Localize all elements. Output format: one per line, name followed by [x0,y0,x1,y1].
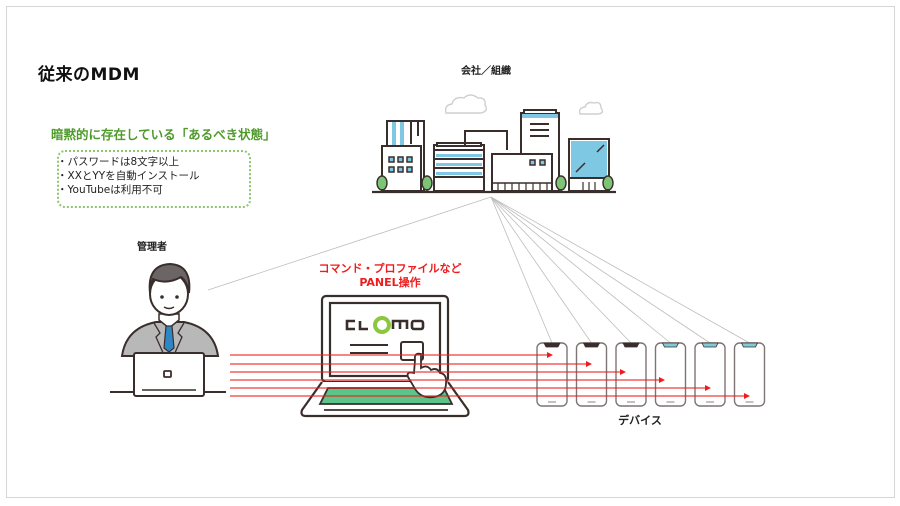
command-arrow [230,352,553,358]
rule-item: ・YouTubeは利用不可 [57,184,163,196]
implicit-rules-box: ・パスワードは8文字以上 ・XXとYYを自動インストール ・YouTubeは利用… [57,150,251,208]
clomo-logo [345,316,425,334]
command-arrow [230,377,665,383]
smartphone-icon [694,342,726,407]
operation-label: コマンド・プロファイルなど PANEL操作 [300,262,480,290]
connection-line-device [490,196,592,344]
clomo-laptop-icon [300,294,470,418]
company-label: 会社／組織 [461,66,511,77]
connection-line-device [490,196,632,344]
command-arrows [230,352,750,399]
command-arrow [230,385,711,391]
tree-icons [376,175,614,192]
command-arrow [230,393,750,399]
cloud-icon [578,101,604,115]
command-arrow [230,369,626,375]
connection-line-device [490,196,711,344]
devices-group [536,342,766,407]
connection-line-device [490,196,671,344]
cloud-icon [444,94,488,114]
smartphone-icon [615,342,647,407]
smartphone-icon [733,342,766,407]
admin-label: 管理者 [137,242,167,253]
admin-person-icon [110,262,226,397]
rule-item: ・XXとYYを自動インストール [57,170,200,182]
implicit-state-heading: 暗黙的に存在している「あるべき状態」 [51,127,276,142]
connection-line-device [490,196,553,344]
connection-lines [207,196,750,344]
devices-label: デバイス [618,414,662,427]
slide-title: 従来のMDM [38,65,140,85]
smartphone-icon [575,342,608,407]
command-arrow [230,361,592,367]
company-buildings-icon [372,94,616,194]
operation-label-line1: コマンド・プロファイルなど [318,262,462,275]
operation-label-line2: PANEL操作 [359,276,421,289]
connection-line-admin [207,196,492,291]
smartphone-icon [536,342,568,407]
rule-item: ・パスワードは8文字以上 [57,156,180,168]
connection-line-device [490,196,750,344]
smartphone-icon [654,342,687,407]
